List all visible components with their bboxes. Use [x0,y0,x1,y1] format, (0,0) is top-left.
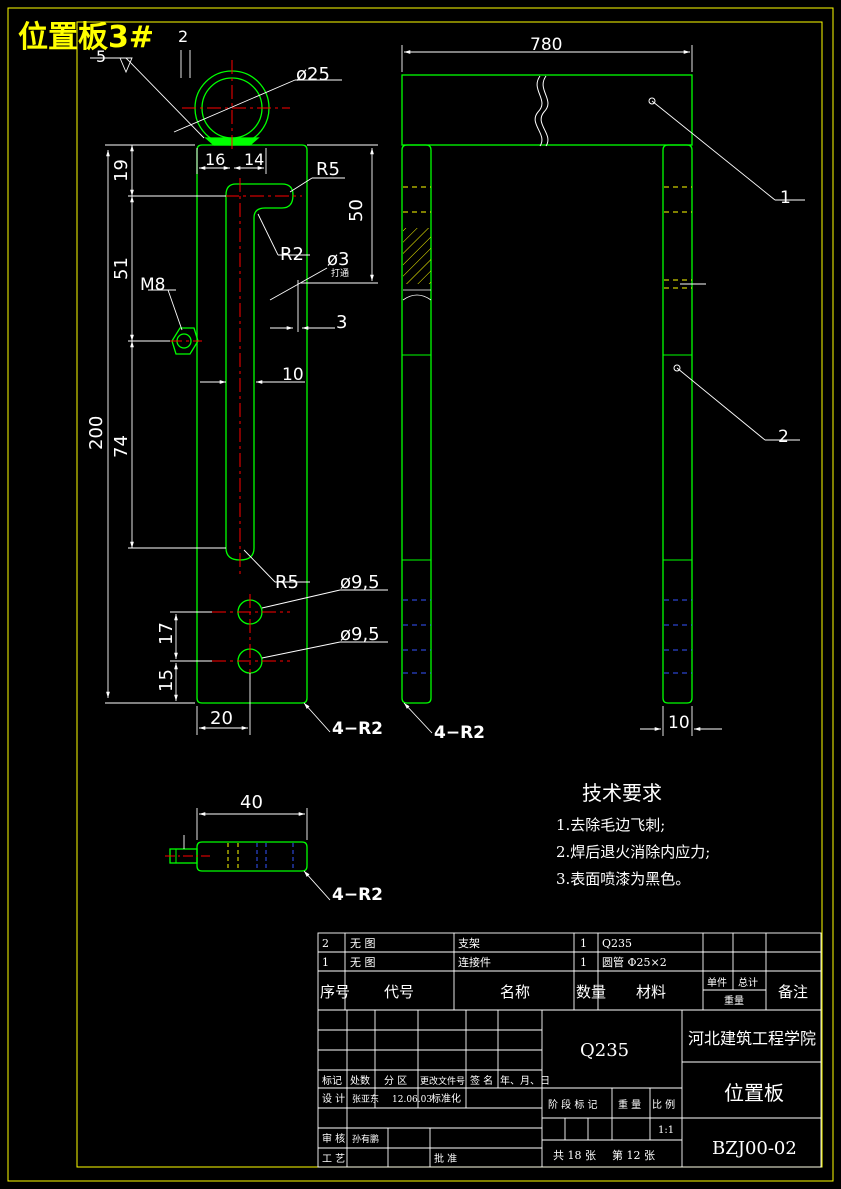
tech-item-1: 1.去除毛边飞刺; [556,816,665,834]
bom-row1-material: 圆管 Φ25×2 [602,955,667,969]
bom-header-material: 材料 [636,983,666,1001]
dim-r5-top: R5 [316,159,340,180]
bom-row1-code: 无 图 [350,956,376,969]
dim-4r2-side: 4−R2 [434,723,485,743]
dim-10-side: 10 [668,713,690,733]
drawing-title: 位置板3# [18,20,154,55]
dim-14: 14 [244,150,264,169]
title-block-lines [317,932,822,1168]
hidden-lines [403,186,692,674]
dim-200: 200 [86,416,107,450]
tb-approve-label: 批 准 [434,1152,457,1165]
bottom-plate [196,841,308,872]
break-line [534,75,543,147]
front-center-lines [168,60,302,680]
tb-scale-label: 比 例 [652,1098,675,1111]
balloon-dot-1 [648,97,656,105]
tech-item-2: 2.焊后退火消除内应力; [556,843,710,861]
bom-row1-no: 1 [322,956,329,969]
tb-rev-h3: 分 区 [384,1075,407,1087]
dim-50: 50 [346,199,367,222]
tb-sheets: 共 18 张 [553,1149,596,1162]
side-dimensions [401,45,805,736]
tb-date: 12.06.03 [392,1095,432,1105]
tb-reviewer: 孙有鹏 [352,1133,379,1145]
dim-15: 15 [156,669,177,692]
bottom-hidden [227,843,294,870]
bom-header-single: 单件 [707,977,727,989]
tb-rev-h5: 签 名 [470,1074,493,1087]
balloon-2: 2 [778,427,789,447]
dim-3: 3 [336,312,347,333]
dim-dia95-upper: ø9,5 [340,572,380,593]
right-leg [662,144,693,704]
bom-row1-name: 连接件 [458,956,491,969]
bom-header-remark: 备注 [778,983,808,1001]
outer-border [7,7,834,1182]
bom-header-code: 代号 [384,983,414,1001]
tb-weight-label: 重 量 [618,1098,641,1111]
dim-780: 780 [530,35,562,55]
break-line-2 [540,75,549,147]
dim-dia3: ø3 [327,249,349,270]
dim-17: 17 [156,622,177,645]
bom-row2-name: 支架 [458,937,480,950]
dim-dia25: ø25 [296,64,330,85]
dim-51: 51 [111,257,132,280]
dim-19: 19 [111,159,132,182]
tb-part-name: 位置板 [724,1081,784,1105]
tech-item-3: 3.表面喷漆为黑色。 [556,870,690,888]
inner-border [76,21,823,1168]
dim-20: 20 [210,708,233,729]
side-view [401,74,693,704]
bottom-dimensions [165,808,331,901]
bom-header-weight: 重量 [724,994,744,1007]
front-dimensions [90,50,388,735]
tb-drawing-no: BZJ00-02 [712,1138,797,1159]
tb-material: Q235 [580,1040,629,1061]
tb-rev-h2: 处数 [350,1074,370,1087]
bom-row2-code: 无 图 [350,937,376,950]
balloon-dot-2 [673,364,681,372]
tb-process-label: 工 艺 [322,1153,345,1165]
dim-dia95-lower: ø9,5 [340,624,380,645]
tb-design-label: 设 计 [322,1092,345,1105]
bom-header-total: 总计 [738,976,758,989]
bom-row2-qty: 1 [580,937,587,950]
bom-header-qty: 数量 [576,983,606,1001]
tb-sheet-no: 第 12 张 [612,1148,655,1162]
tb-school: 河北建筑工程学院 [688,1029,816,1048]
tb-stage-label: 阶 段 标 记 [548,1098,598,1111]
dim-5: 5 [96,47,106,66]
tb-rev-h1: 标记 [322,1075,342,1087]
left-leg [401,144,432,704]
dim-74: 74 [111,435,132,458]
dim-r5-bottom: R5 [275,572,299,593]
dim-dia3-note: 打通 [331,267,349,279]
plate-outline [196,144,308,704]
tb-rev-h4: 更改文件号 [420,1075,465,1087]
label-m8: M8 [140,275,165,295]
bom-header-name: 名称 [500,983,530,1001]
dim-4r2-bottom: 4−R2 [332,885,383,905]
bom-row1-qty: 1 [580,956,587,969]
bom-row2-no: 2 [322,937,329,950]
tb-review-label: 审 核 [322,1132,345,1145]
tb-scale: 1:1 [658,1125,674,1136]
section-hatch [403,228,431,284]
tb-rev-h6: 年、月、日 [500,1074,550,1087]
dim-10-front: 10 [282,365,304,385]
dim-16: 16 [205,150,225,169]
dim-r2: R2 [280,244,304,265]
tb-standard-label: 标准化 [431,1092,461,1105]
balloon-1: 1 [780,188,791,208]
tech-heading: 技术要求 [582,781,662,805]
bom-header-no: 序号 [320,983,350,1001]
tb-designer: 张亚东 [352,1093,379,1105]
dim-40: 40 [240,792,263,813]
dim-4r2-front: 4−R2 [332,719,383,739]
bom-row2-material: Q235 [602,937,632,950]
dim-2: 2 [178,27,188,46]
